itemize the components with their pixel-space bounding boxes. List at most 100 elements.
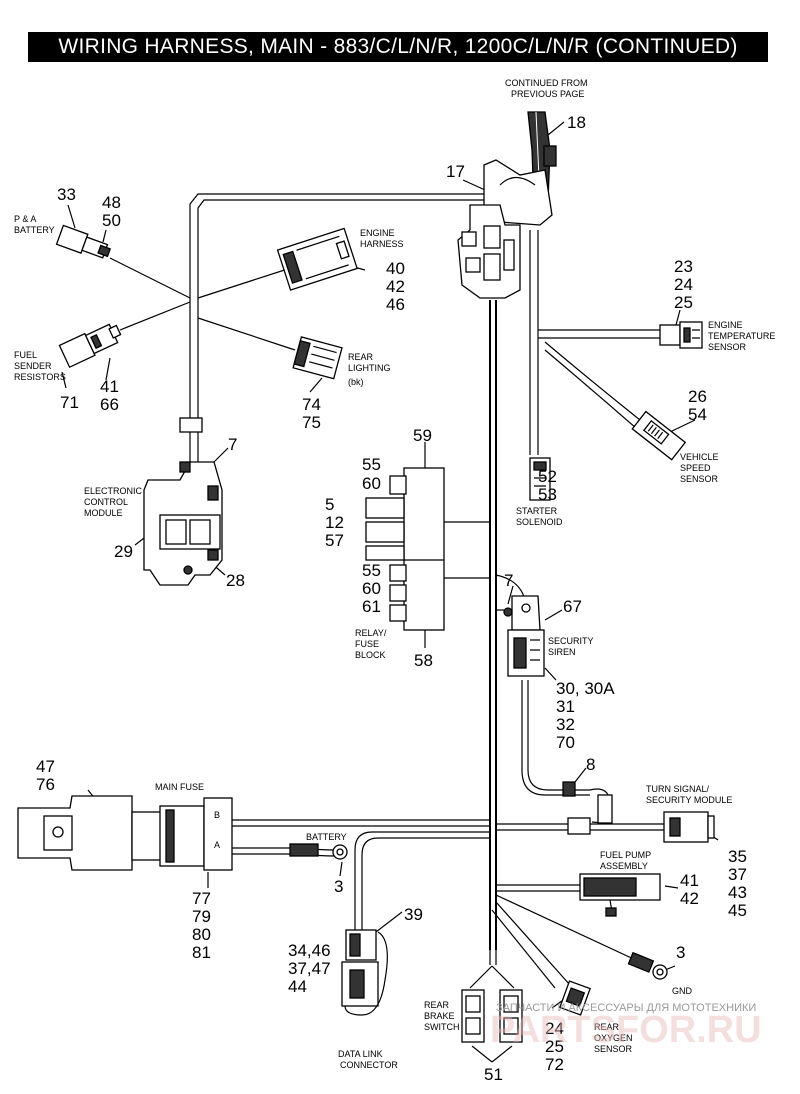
battery-cable bbox=[232, 847, 336, 851]
callout-12: 12 bbox=[325, 513, 344, 532]
main-fuse-label: MAIN FUSE bbox=[155, 782, 204, 792]
turn-signal-label-1: TURN SIGNAL/ bbox=[646, 784, 710, 794]
pa-label-1: P & A bbox=[14, 214, 36, 224]
callout-40: 40 bbox=[386, 259, 405, 278]
fuel-sender-label-3: RESISTORS bbox=[14, 372, 66, 382]
callout-25a: 25 bbox=[674, 293, 693, 312]
rear-brake-label-1: REAR bbox=[424, 1000, 450, 1010]
continued-label-1: CONTINUED FROM bbox=[505, 78, 588, 88]
callout-41b: 41 bbox=[680, 871, 699, 890]
relay-label-2: FUSE bbox=[355, 639, 379, 649]
rear-brake-label-3: SWITCH bbox=[424, 1022, 460, 1032]
ecm-label-3: MODULE bbox=[84, 508, 123, 518]
callout-46a: 46 bbox=[386, 295, 405, 314]
callout-70: 70 bbox=[556, 733, 575, 752]
callout-18: 18 bbox=[567, 113, 586, 132]
ecm-label-2: CONTROL bbox=[84, 497, 128, 507]
callout-75: 75 bbox=[302, 413, 321, 432]
engine-temp-sensor-connector bbox=[659, 321, 703, 349]
callout-42a: 42 bbox=[386, 277, 405, 296]
relay-label-3: BLOCK bbox=[355, 650, 386, 660]
callout-47: 47 bbox=[36, 757, 55, 776]
watermark-small: ЗАПЧАСТИ И АКСЕССУАРЫ ДЛЯ МОТОТЕХНИКИ bbox=[496, 1002, 756, 1014]
clip-8 bbox=[562, 781, 613, 824]
callout-55b: 55 bbox=[362, 561, 381, 580]
clip-tab bbox=[543, 145, 557, 167]
callout-66: 66 bbox=[100, 395, 119, 414]
data-link-wire bbox=[354, 831, 490, 935]
callout-3b: 3 bbox=[676, 943, 685, 962]
siren-label-2: SIREN bbox=[548, 647, 576, 657]
vss-label-3: SENSOR bbox=[680, 474, 719, 484]
battery-cable-2 bbox=[232, 853, 336, 857]
callout-25b: 25 bbox=[545, 1037, 564, 1056]
callout-48: 48 bbox=[102, 193, 121, 212]
callout-26: 26 bbox=[688, 387, 707, 406]
callout-7a: 7 bbox=[228, 435, 237, 454]
leader-67 bbox=[544, 609, 563, 621]
fuel-pump-label-1: FUEL PUMP bbox=[600, 850, 651, 860]
callout-54: 54 bbox=[688, 405, 707, 424]
rear-lighting-connector bbox=[292, 336, 343, 380]
callout-34-46: 34,46 bbox=[288, 941, 331, 960]
diagram-title: WIRING HARNESS, MAIN - 883/C/L/N/R, 1200… bbox=[28, 32, 768, 62]
callout-67: 67 bbox=[563, 597, 582, 616]
gnd-label: GND bbox=[672, 986, 693, 996]
engine-harness-connector bbox=[276, 227, 358, 291]
relay-label-1: RELAY/ bbox=[355, 628, 387, 638]
oxygen-label-2: OXYGEN bbox=[594, 1033, 633, 1043]
callout-41a: 41 bbox=[100, 377, 119, 396]
leader-23 bbox=[675, 309, 681, 326]
watermark: ЗАПЧАСТИ И АКСЕССУАРЫ ДЛЯ МОТОТЕХНИКИ PA… bbox=[490, 1002, 762, 1051]
rear-brake-label-2: BRAKE bbox=[424, 1011, 455, 1021]
starter-solenoid-connector bbox=[529, 457, 551, 501]
callout-50: 50 bbox=[102, 211, 121, 230]
clip-loop bbox=[499, 176, 536, 186]
leader-8 bbox=[574, 767, 587, 783]
callout-72: 72 bbox=[545, 1055, 564, 1074]
ecm-module bbox=[143, 461, 223, 586]
component-labels: CONTINUED FROM PREVIOUS PAGE P & A BATTE… bbox=[14, 78, 775, 1070]
data-link-label-1: DATA LINK bbox=[338, 1049, 383, 1059]
rear-lighting-label-1: REAR bbox=[348, 352, 374, 362]
leader-41 bbox=[105, 357, 111, 381]
callout-39: 39 bbox=[404, 905, 423, 924]
callout-71: 71 bbox=[60, 393, 79, 412]
gnd-wire bbox=[495, 894, 641, 963]
callout-31: 31 bbox=[556, 697, 575, 716]
battery-label: BATTERY bbox=[306, 832, 347, 842]
fuel-pump-connector bbox=[579, 873, 661, 917]
leader-51-top bbox=[469, 965, 515, 989]
fuse-letter-a: A bbox=[214, 840, 220, 850]
fuel-pump-label-2: ASSEMBLY bbox=[600, 861, 648, 871]
turn-module-wire-a bbox=[521, 680, 590, 796]
callout-81: 81 bbox=[192, 943, 211, 962]
leader-7a bbox=[213, 447, 229, 463]
callout-45: 45 bbox=[728, 901, 747, 920]
leader-33 bbox=[67, 204, 76, 229]
callout-35: 35 bbox=[728, 847, 747, 866]
callout-57: 57 bbox=[325, 531, 344, 550]
fuel-sender-wire bbox=[119, 301, 191, 331]
rear-lighting-wire bbox=[197, 317, 296, 351]
turn-signal-module-connector bbox=[567, 811, 715, 843]
callout-33: 33 bbox=[57, 185, 76, 204]
callout-29: 29 bbox=[114, 542, 133, 561]
fuel-sender-label-2: SENDER bbox=[14, 361, 52, 371]
vss-label-1: VEHICLE bbox=[680, 452, 719, 462]
o2-wire bbox=[495, 901, 571, 986]
callout-23: 23 bbox=[674, 257, 693, 276]
leader-74 bbox=[309, 377, 323, 393]
callout-61: 61 bbox=[362, 597, 381, 616]
callout-59: 59 bbox=[413, 426, 432, 445]
engine-temp-label-1: ENGINE bbox=[708, 320, 743, 330]
battery-ring-terminal bbox=[289, 843, 348, 860]
engine-harness-wire bbox=[197, 264, 301, 299]
upper-branch-wire-2 bbox=[197, 199, 484, 420]
callout-7b: 7 bbox=[504, 571, 513, 590]
callout-58: 58 bbox=[414, 651, 433, 670]
callout-79: 79 bbox=[192, 907, 211, 926]
callout-3a: 3 bbox=[334, 877, 343, 896]
security-siren bbox=[503, 595, 545, 677]
callout-76: 76 bbox=[36, 775, 55, 794]
